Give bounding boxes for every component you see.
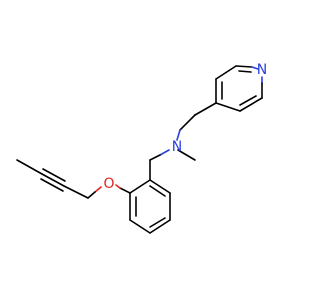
bond-amine-benzyl-blue — [159, 149, 170, 156]
triple-bond-line-2 — [42, 168, 66, 182]
bond-alkyne-terminal — [16, 159, 43, 175]
bond-pyridine-ch2 — [194, 102, 217, 116]
bond-amine-benzyl — [149, 154, 161, 161]
bond-amine-methyl — [177, 149, 196, 161]
bond-ring-oxygen — [119, 187, 131, 194]
molecule-canvas: N N O — [16, 62, 268, 234]
pyridine-ring — [215, 65, 263, 112]
bond-oxygen-ch2-red — [94, 186, 102, 193]
pyridine-bond-c2-c3 — [215, 65, 237, 80]
pyridine-double-bond-3 — [239, 95, 257, 106]
molecule-structure: N N O — [16, 62, 267, 234]
bond-ch2-alkyne — [63, 185, 89, 199]
triple-bond-line-3 — [40, 178, 64, 192]
pyridine-double-bond-2 — [238, 70, 252, 73]
benzene-double-bond-2 — [149, 217, 166, 228]
pyridine-bond-c3-n — [235, 65, 253, 68]
benzene-ring — [129, 179, 171, 234]
pyridine-bond-c5-c1 — [215, 102, 241, 112]
ether-oxygen-label: O — [103, 176, 114, 192]
triple-bond — [40, 168, 66, 192]
bond-ch2-amine — [179, 114, 196, 131]
benzene-bond-4 — [149, 219, 171, 234]
pyridine-bond-c3-n-blue — [251, 66, 259, 70]
bond-amine-left-blue — [176, 129, 181, 141]
pyridine-nitrogen-label: N — [257, 62, 267, 78]
benzene-bond-1 — [129, 179, 151, 194]
amine-nitrogen-label: N — [172, 139, 182, 155]
triple-bond-line-1 — [41, 173, 65, 187]
benzene-bond-3 — [129, 219, 151, 234]
bond-ring-oxygen-red — [115, 184, 121, 189]
benzene-double-bond-3 — [149, 185, 166, 197]
pyridine-bond-c4-c5 — [239, 97, 263, 112]
bond-oxygen-ch2 — [87, 191, 96, 199]
benzene-bond-6 — [149, 179, 171, 194]
